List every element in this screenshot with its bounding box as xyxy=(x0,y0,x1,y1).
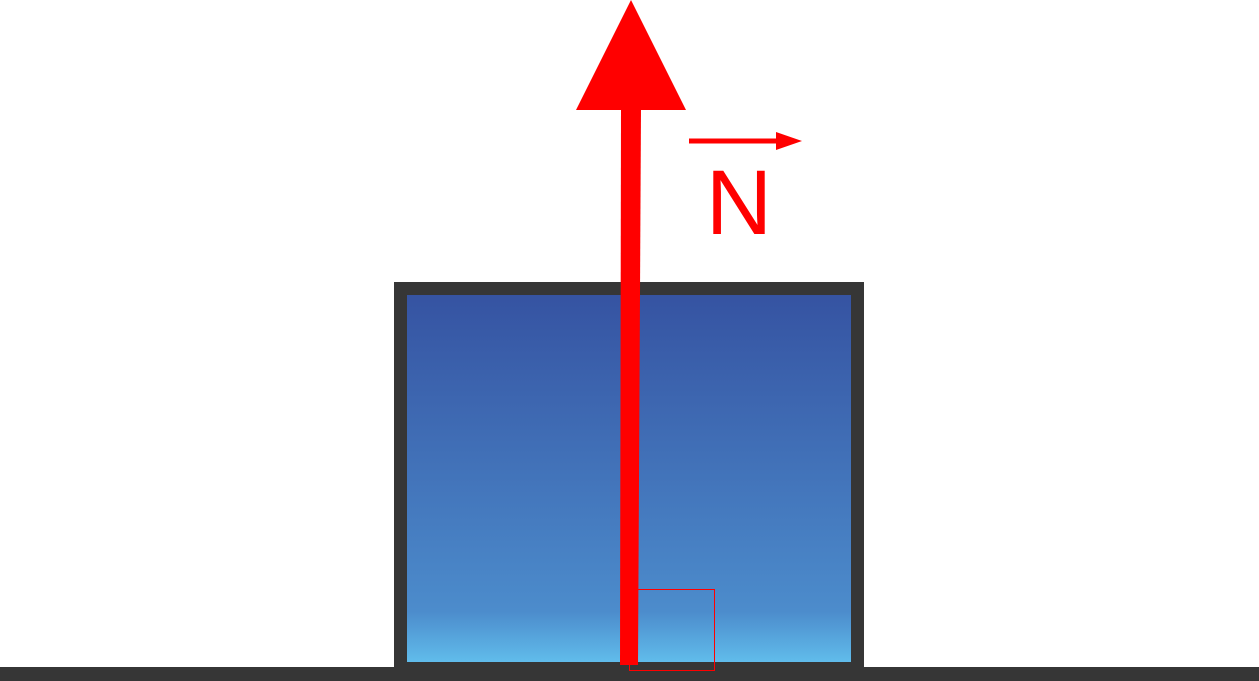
normal-force-arrow-shaft xyxy=(620,108,641,665)
normal-force-arrow-head xyxy=(576,0,686,110)
ground-surface xyxy=(0,667,1259,681)
force-label: N xyxy=(706,152,772,254)
vector-arrow-head xyxy=(776,132,802,150)
